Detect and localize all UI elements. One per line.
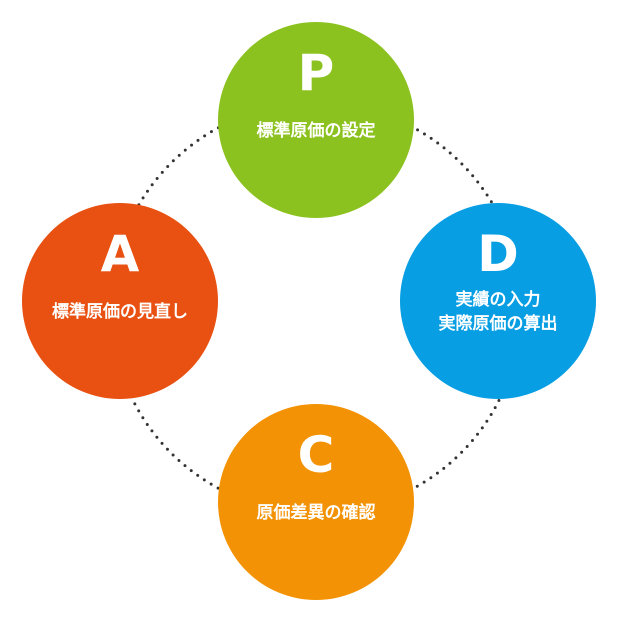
act-label: 標準原価の見直し [52, 302, 188, 322]
act-letter: A [100, 225, 140, 283]
act-circle: A 標準原価の見直し [22, 203, 218, 399]
check-label: 原価差異の確認 [256, 503, 376, 523]
plan-letter: P [297, 44, 335, 102]
plan-circle: P 標準原価の設定 [218, 22, 414, 218]
do-circle: D 実績の入力 実際原価の算出 [400, 203, 596, 399]
plan-label: 標準原価の設定 [256, 121, 376, 141]
check-circle: C 原価差異の確認 [218, 404, 414, 600]
do-letter: D [477, 225, 519, 283]
check-letter: C [297, 426, 335, 484]
do-label: 実績の入力 実際原価の算出 [438, 290, 558, 334]
